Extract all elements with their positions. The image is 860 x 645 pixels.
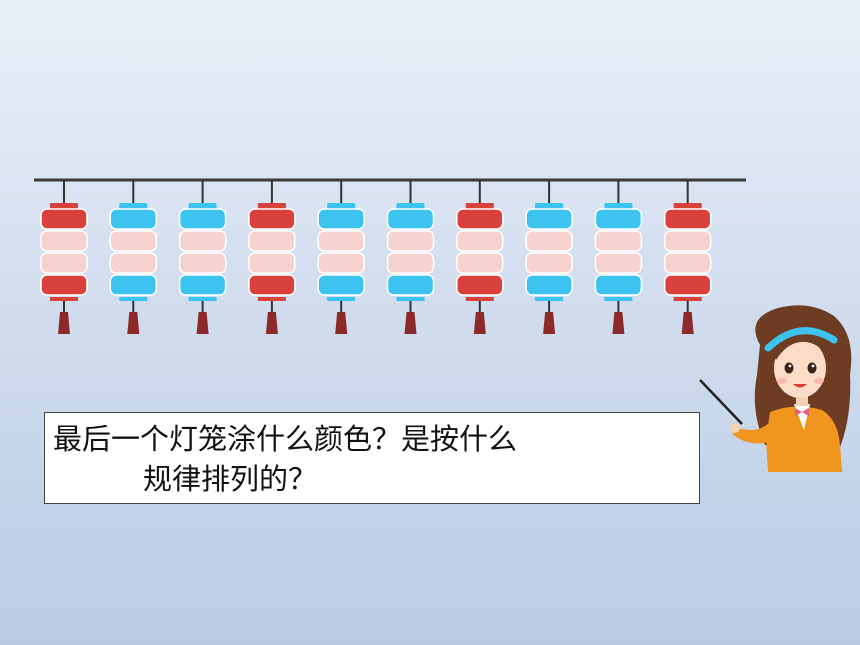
teacher-illustration <box>699 305 852 472</box>
lantern-base <box>535 297 564 301</box>
lantern-band <box>525 252 573 274</box>
lantern-band <box>248 208 296 230</box>
lantern-band <box>525 274 573 296</box>
lantern-5 <box>317 180 365 334</box>
lantern-band <box>525 208 573 230</box>
lantern-band <box>178 274 227 296</box>
lantern-band <box>40 252 88 274</box>
lantern-9 <box>594 180 643 334</box>
lantern-band <box>594 274 643 296</box>
lantern-base <box>50 297 78 301</box>
lantern-cap <box>50 203 78 209</box>
lantern-base <box>396 297 425 301</box>
lantern-band <box>386 230 435 252</box>
lantern-base <box>257 297 286 301</box>
lantern-band <box>317 208 365 230</box>
lantern-cap <box>673 203 702 209</box>
lantern-tassel <box>335 312 348 334</box>
lantern-band <box>178 252 227 274</box>
lantern-band <box>40 230 88 252</box>
lantern-cap <box>465 203 494 209</box>
lantern-band <box>594 230 643 252</box>
teacher-right-eye <box>807 362 817 374</box>
lantern-tassel <box>265 312 278 334</box>
lantern-band <box>248 252 296 274</box>
lantern-cap <box>604 203 633 209</box>
lantern-band <box>456 252 504 274</box>
teacher-headband <box>764 327 838 352</box>
lantern-base <box>604 297 633 301</box>
teacher-jacket <box>766 406 842 472</box>
lantern-band <box>386 252 435 274</box>
teacher-left-eye <box>784 362 794 374</box>
lantern-1 <box>40 180 88 334</box>
lantern-band <box>663 252 712 274</box>
lantern-tassel <box>404 312 417 334</box>
lantern-band <box>317 274 365 296</box>
teacher-face <box>774 338 826 398</box>
teacher-mouth <box>793 384 807 388</box>
lantern-band <box>109 274 158 296</box>
lantern-6 <box>386 180 435 334</box>
lantern-4 <box>248 180 296 334</box>
lantern-cap <box>257 203 286 209</box>
lantern-band <box>386 208 435 230</box>
question-box: 最后一个灯笼涂什么颜色？是按什么 规律排列的？ <box>44 412 700 504</box>
lantern-3 <box>178 180 227 334</box>
lantern-band <box>317 252 365 274</box>
lantern-row <box>40 180 712 334</box>
lantern-band <box>40 208 88 230</box>
lantern-10 <box>663 180 712 334</box>
lantern-cap <box>327 203 356 209</box>
lantern-band <box>248 274 296 296</box>
lantern-band <box>663 230 712 252</box>
question-line-2: 规律排列的？ <box>143 462 318 496</box>
lantern-base <box>327 297 356 301</box>
lantern-band <box>456 230 504 252</box>
lantern-cap <box>535 203 564 209</box>
lantern-band <box>109 208 158 230</box>
lantern-band <box>456 208 504 230</box>
question-line-1: 最后一个灯笼涂什么颜色？是按什么 <box>53 422 518 456</box>
lantern-band <box>525 230 573 252</box>
teacher-bowtie <box>795 408 809 416</box>
lantern-tassel <box>127 312 140 334</box>
lantern-band <box>663 208 712 230</box>
lantern-tassel <box>612 312 625 334</box>
lantern-band <box>663 274 712 296</box>
lantern-cap <box>119 203 148 209</box>
pointer-stick <box>699 379 743 425</box>
lantern-base <box>119 297 148 301</box>
lantern-band <box>386 274 435 296</box>
lantern-band <box>178 230 227 252</box>
lantern-tassel <box>473 312 486 334</box>
teacher-arm <box>732 418 780 444</box>
lantern-cap <box>396 203 425 209</box>
lantern-base <box>673 297 702 301</box>
lantern-band <box>594 252 643 274</box>
lantern-base <box>188 297 217 301</box>
lantern-band <box>317 230 365 252</box>
lantern-tassel <box>681 312 694 334</box>
lantern-band <box>178 208 227 230</box>
lantern-band <box>594 208 643 230</box>
lantern-7 <box>456 180 504 334</box>
lantern-tassel <box>58 312 70 334</box>
lantern-band <box>248 230 296 252</box>
lantern-cap <box>188 203 217 209</box>
lantern-tassel <box>196 312 209 334</box>
lantern-8 <box>525 180 573 334</box>
teacher-hand <box>730 423 740 433</box>
lantern-band <box>456 274 504 296</box>
lantern-2 <box>109 180 158 334</box>
lantern-base <box>465 297 494 301</box>
lantern-band <box>40 274 88 296</box>
lantern-band <box>109 252 158 274</box>
lantern-band <box>109 230 158 252</box>
lantern-tassel <box>543 312 556 334</box>
